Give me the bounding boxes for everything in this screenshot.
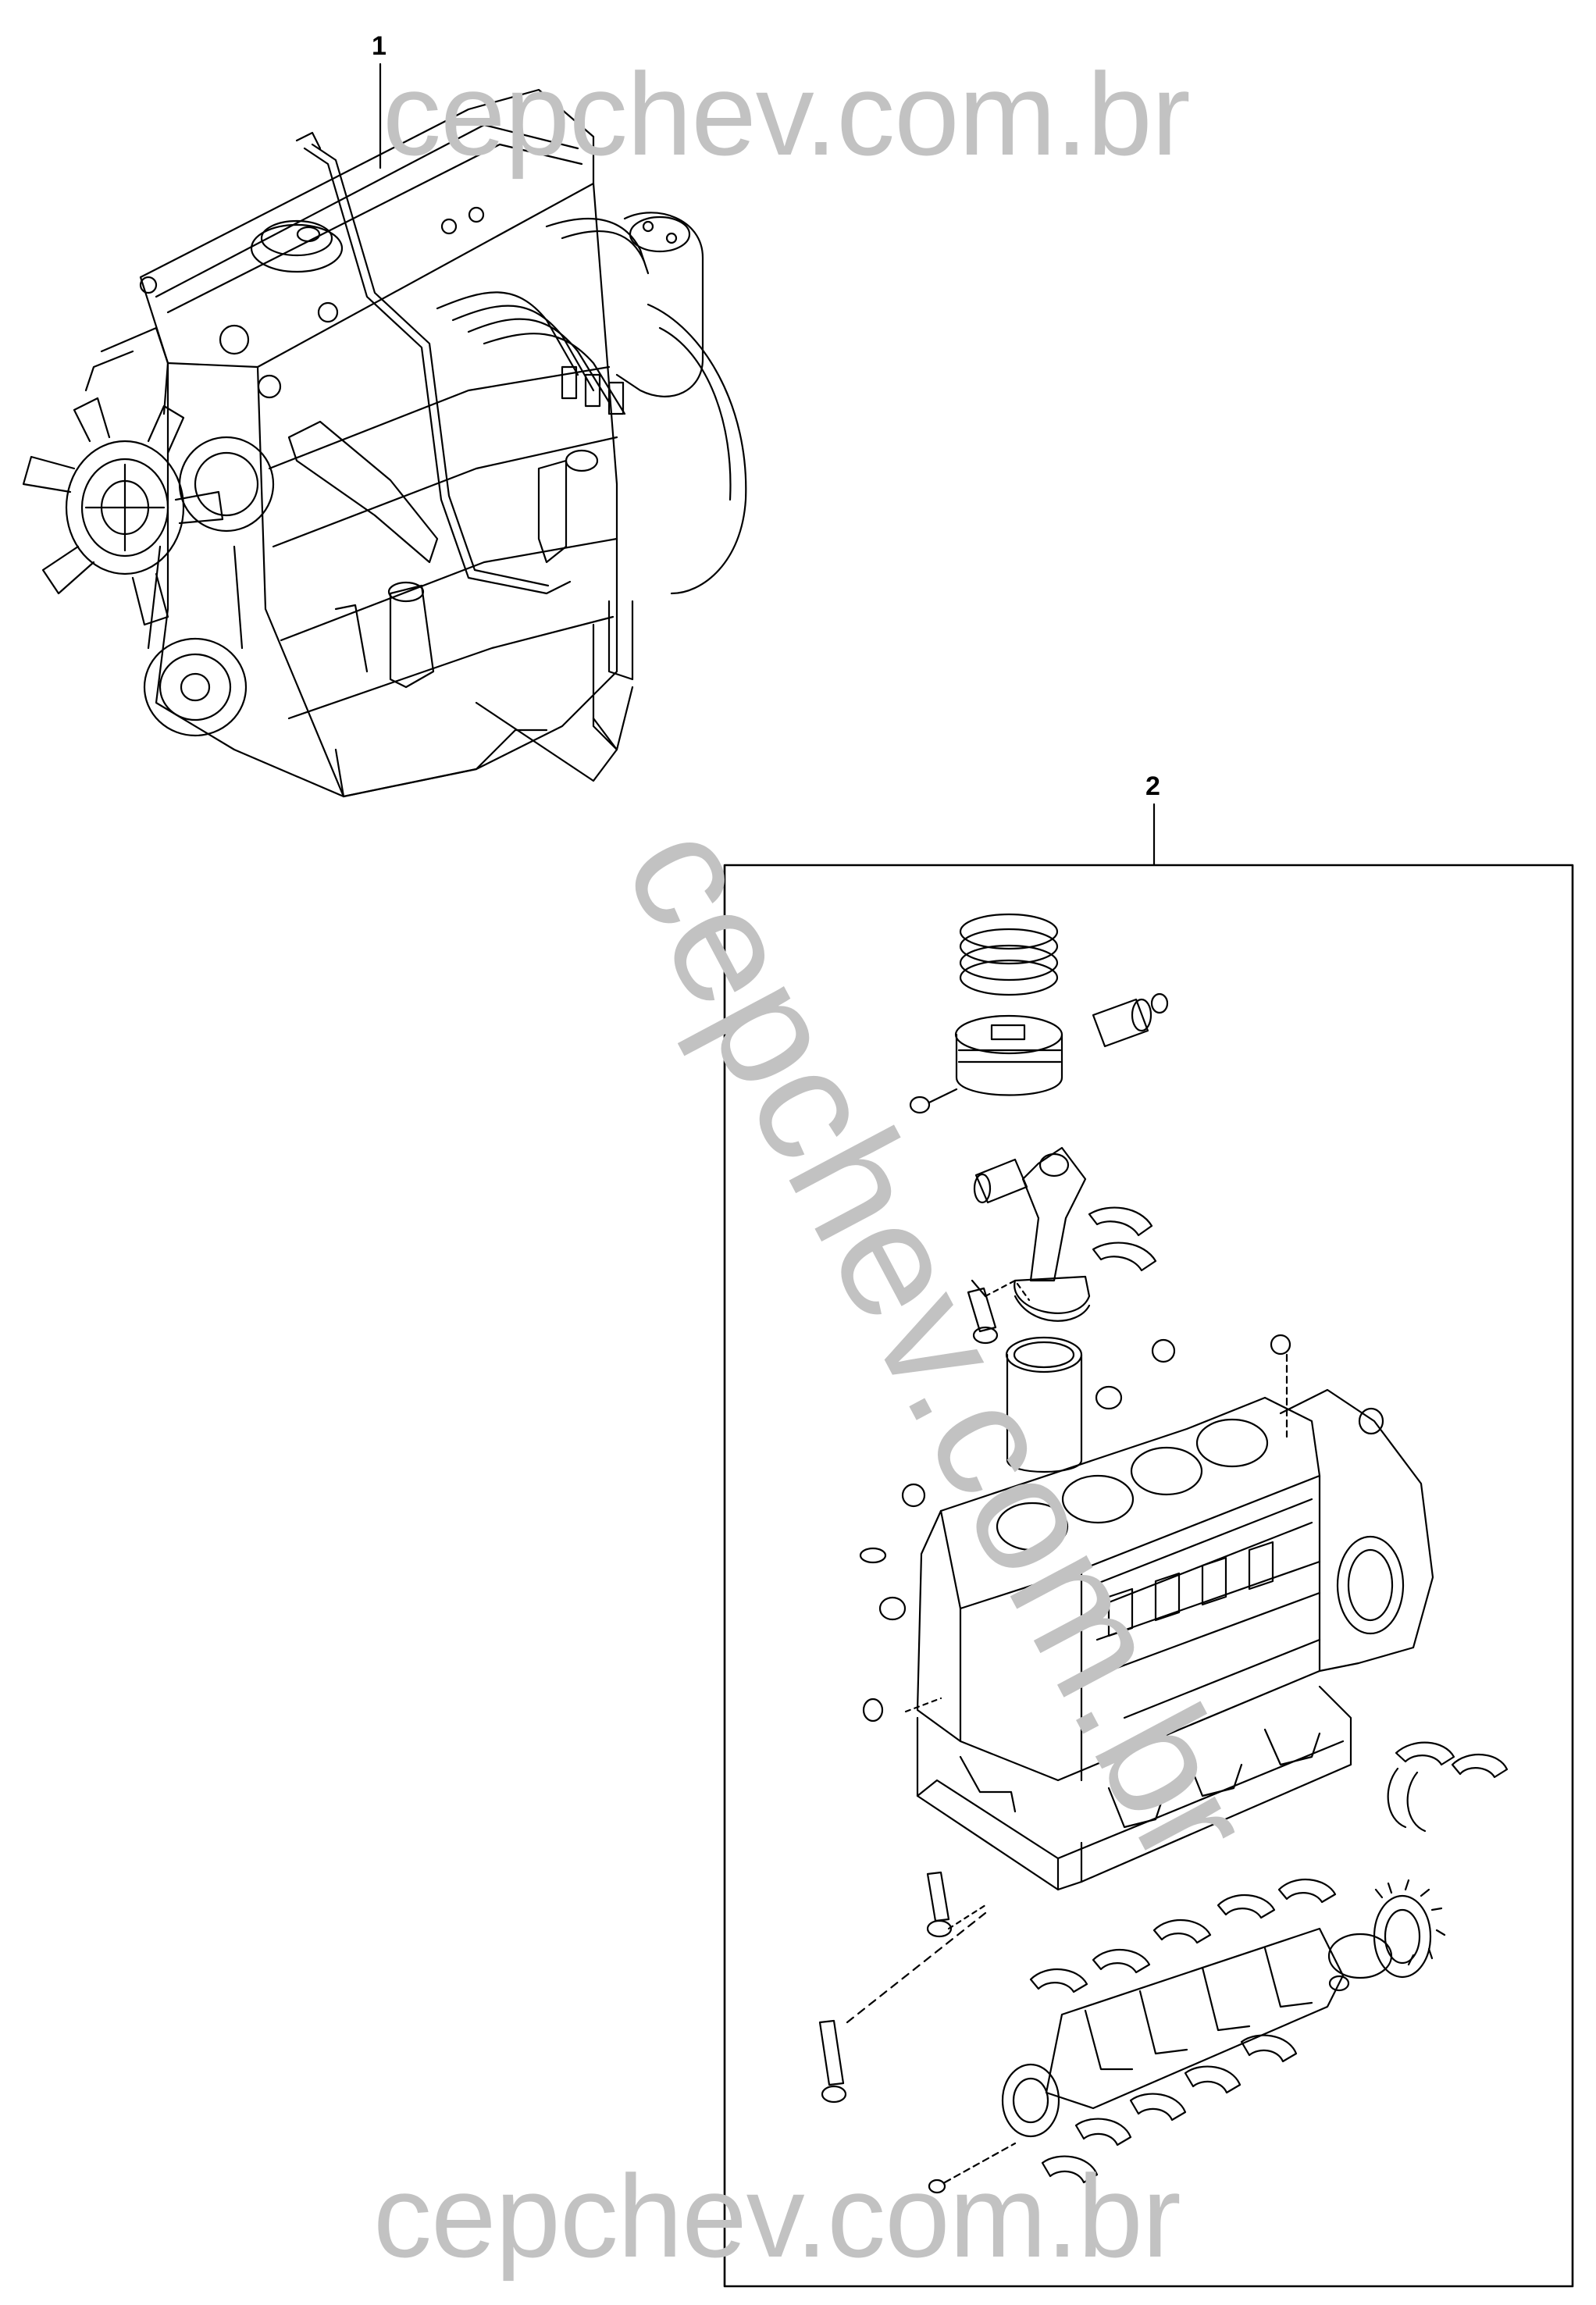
cooling-fan	[22, 397, 224, 626]
callout-1: 1	[372, 31, 387, 61]
callout-2: 2	[1145, 771, 1160, 801]
short-block-frame	[723, 864, 1574, 2288]
watermark-top: cepchev.com.br	[383, 48, 1191, 180]
short-block-drawing	[723, 803, 1574, 2288]
watermark-bottom: cepchev.com.br	[373, 2150, 1181, 2282]
engine-assembly-drawing	[22, 62, 747, 798]
